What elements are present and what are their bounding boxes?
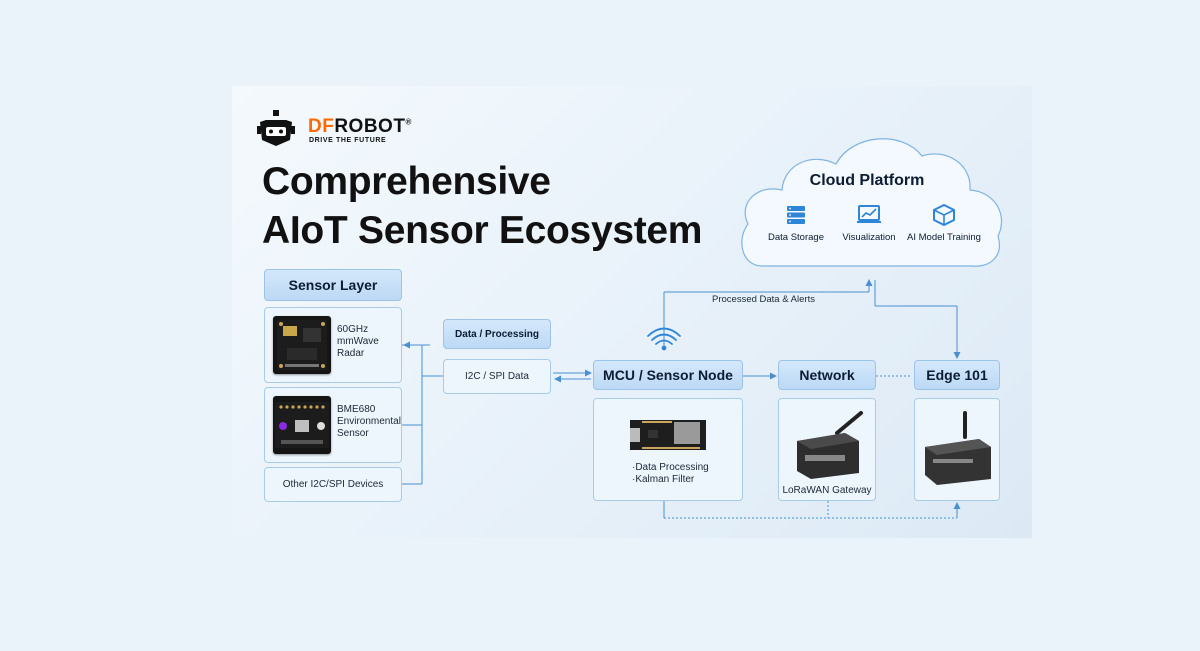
cube-icon xyxy=(933,204,955,226)
sensor-layer-header: Sensor Layer xyxy=(264,269,402,301)
sensor-bme680-panel: BME680 Environmental Sensor xyxy=(264,387,402,463)
mcu-header: MCU / Sensor Node xyxy=(593,360,743,390)
brand-suffix: ROBOT xyxy=(334,116,406,137)
mcu-panel: ·Data Processing ·Kalman Filter xyxy=(593,398,743,501)
flow-label: Processed Data & Alerts xyxy=(712,294,815,305)
edge-panel xyxy=(914,398,1000,501)
page-title-line-1: Comprehensive xyxy=(262,160,551,203)
processing-panel: I2C / SPI Data xyxy=(443,359,551,394)
registered-mark: ® xyxy=(405,117,412,127)
sensor-bme680-label: BME680 Environmental Sensor xyxy=(337,404,401,439)
network-caption: LoRaWAN Gateway xyxy=(782,485,872,496)
processing-panel-label: I2C / SPI Data xyxy=(465,371,529,382)
sensor-other-label: Other I2C/SPI Devices xyxy=(282,479,384,490)
cloud-item-ai-training: AI Model Training xyxy=(899,204,989,243)
brand-prefix: DF xyxy=(308,116,335,137)
edge-header: Edge 101 xyxy=(914,360,1000,390)
cloud-item-label: AI Model Training xyxy=(907,232,981,243)
diagram-card: DFROBOT® DRIVE THE FUTURE Comprehensive … xyxy=(232,86,1032,538)
connector-lines xyxy=(402,279,961,519)
brand-tagline: DRIVE THE FUTURE xyxy=(309,137,387,144)
wifi-icon xyxy=(647,327,681,351)
edge-device-image xyxy=(925,411,991,485)
cloud-item-visualization: Visualization xyxy=(824,204,914,243)
cloud-platform-title: Cloud Platform xyxy=(809,172,925,189)
processing-header: Data / Processing xyxy=(443,319,551,349)
bme680-module-image xyxy=(273,396,331,454)
brand-name: DFROBOT® xyxy=(308,116,412,138)
cloud-item-label: Data Storage xyxy=(768,232,824,243)
network-header: Network xyxy=(778,360,876,390)
page-title-line-2: AIoT Sensor Ecosystem xyxy=(262,209,703,252)
mcu-board-image xyxy=(630,420,706,450)
sensor-radar-label: 60GHz mmWave Radar xyxy=(337,324,379,359)
cloud-shape xyxy=(741,138,1003,267)
cloud-item-data-storage: Data Storage xyxy=(751,204,841,243)
cloud-item-label: Visualization xyxy=(842,232,896,243)
mcu-feature-list: ·Data Processing ·Kalman Filter xyxy=(632,462,709,486)
network-panel: LoRaWAN Gateway xyxy=(778,398,876,501)
chart-monitor-icon xyxy=(857,205,881,223)
sensor-radar-panel: 60GHz mmWave Radar xyxy=(264,307,402,383)
mcu-feature-item: ·Data Processing xyxy=(632,462,709,473)
robot-logo-icon xyxy=(257,110,295,146)
mcu-feature-item: ·Kalman Filter xyxy=(632,474,695,485)
radar-module-image xyxy=(273,316,331,374)
lorawan-gateway-image xyxy=(797,411,863,479)
sensor-other-panel: Other I2C/SPI Devices xyxy=(264,467,402,502)
database-icon xyxy=(787,206,805,224)
